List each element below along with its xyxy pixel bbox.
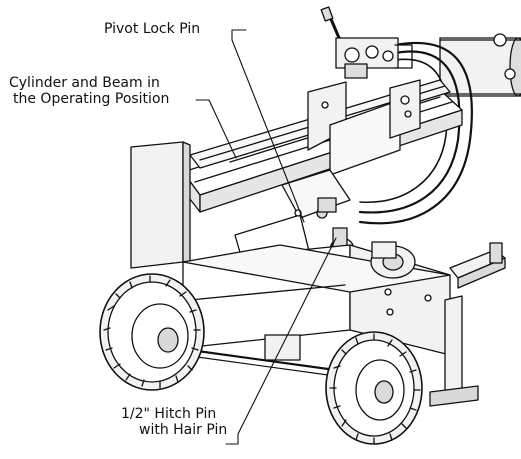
cylinder-beam-text-line1: Cylinder and Beam in <box>9 75 160 91</box>
pivot-lock-pin-leader <box>231 29 305 223</box>
hydraulic-cylinder <box>439 33 521 97</box>
stand-leg <box>429 295 479 407</box>
cylinder-beam-label: Cylinder and Beam in the Operating Posit… <box>9 75 169 107</box>
cylinder-beam-text-line2: the Operating Position <box>13 91 170 107</box>
control-valve <box>320 6 413 79</box>
tow-tongue <box>449 242 506 289</box>
hydraulic-hoses <box>358 41 473 225</box>
wedge-plates <box>307 79 421 176</box>
foot-plate <box>130 141 191 269</box>
engine-parts <box>370 241 416 279</box>
callout-leaders <box>195 29 337 445</box>
axle <box>188 334 352 379</box>
hitch-pin-text-line2: with Hair Pin <box>139 422 228 438</box>
hitch-pin-text-line1: 1/2" Hitch Pin <box>121 406 217 422</box>
pivot-lock-pin-label: Pivot Lock Pin <box>104 21 200 37</box>
chassis-frame <box>182 244 451 356</box>
pivot-lock-pin-text: Pivot Lock Pin <box>104 21 201 37</box>
hitch-pin-label: 1/2" Hitch Pin with Hair Pin <box>121 406 227 438</box>
right-wheel <box>325 331 423 445</box>
cylinder-beam-leader <box>195 99 237 159</box>
left-wheel <box>99 273 205 391</box>
hitch-pin-leader <box>225 237 337 445</box>
